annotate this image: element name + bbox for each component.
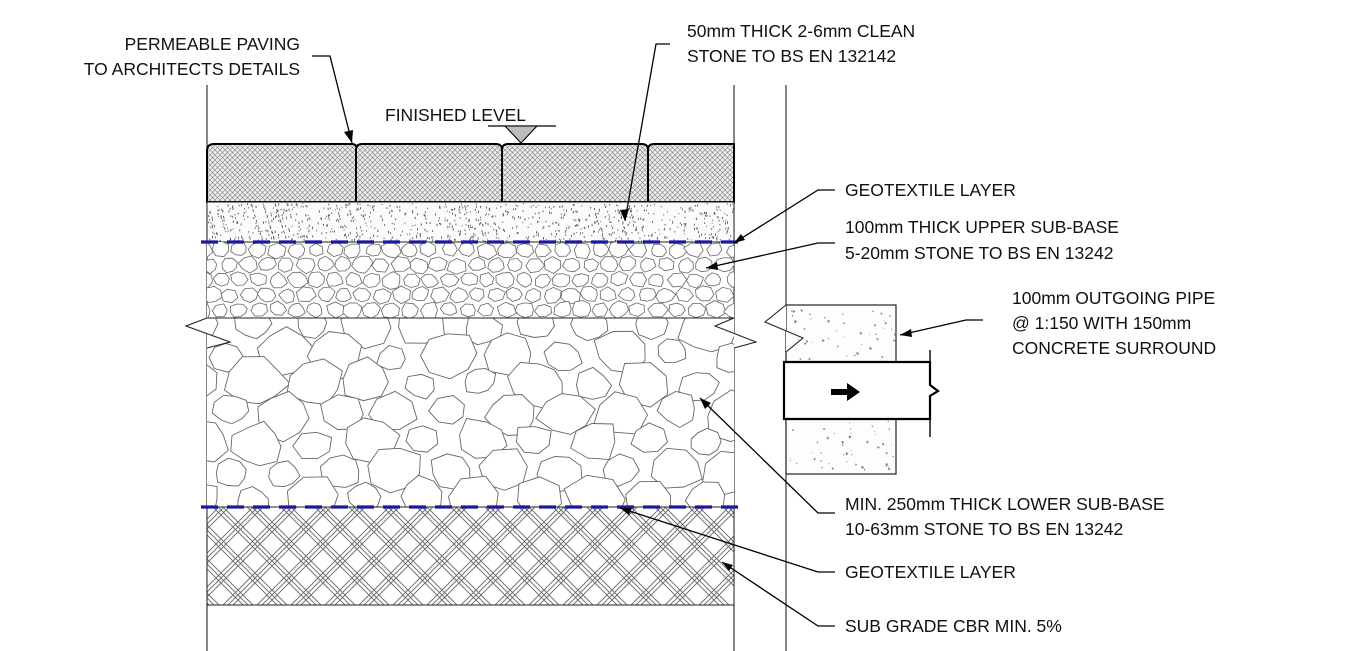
svg-text:STONE TO BS EN 132142: STONE TO BS EN 132142 — [687, 46, 896, 66]
upper-sub-base-layer — [206, 241, 735, 319]
label-outgoing-pipe: 100mm OUTGOING PIPE @ 1:150 WITH 150mm C… — [1012, 288, 1216, 358]
outgoing-pipe — [782, 350, 940, 437]
label-permeable-paving: PERMEABLE PAVING TO ARCHITECTS DETAILS — [84, 34, 300, 79]
svg-text:PERMEABLE PAVING: PERMEABLE PAVING — [125, 34, 300, 54]
break-line-right — [713, 317, 758, 349]
svg-text:CONCRETE SURROUND: CONCRETE SURROUND — [1012, 338, 1216, 358]
paving-blocks — [206, 143, 735, 203]
svg-text:MIN. 250mm THICK LOWER SUB-BAS: MIN. 250mm THICK LOWER SUB-BASE — [845, 494, 1165, 514]
sub-grade-layer — [206, 506, 735, 606]
clean-stone-layer — [206, 201, 735, 243]
lower-sub-base-layer — [207, 318, 734, 507]
label-sub-grade: SUB GRADE CBR MIN. 5% — [845, 616, 1062, 636]
arrow-right-icon — [831, 383, 860, 401]
leader-lines — [312, 43, 983, 627]
finished-level-marker — [488, 125, 556, 144]
svg-text:100mm THICK UPPER SUB-BASE: 100mm THICK UPPER SUB-BASE — [845, 217, 1119, 237]
break-line-left — [184, 317, 232, 349]
label-upper-sub-base: 100mm THICK UPPER SUB-BASE 5-20mm STONE … — [845, 217, 1119, 263]
svg-text:5-20mm STONE TO BS EN 13242: 5-20mm STONE TO BS EN 13242 — [845, 243, 1113, 263]
label-lower-sub-base: MIN. 250mm THICK LOWER SUB-BASE 10-63mm … — [845, 494, 1165, 539]
svg-text:100mm OUTGOING PIPE: 100mm OUTGOING PIPE — [1012, 288, 1215, 308]
svg-text:@ 1:150 WITH 150mm: @ 1:150 WITH 150mm — [1012, 313, 1191, 333]
svg-text:TO ARCHITECTS DETAILS: TO ARCHITECTS DETAILS — [84, 59, 300, 79]
label-geotextile-upper: GEOTEXTILE LAYER — [845, 180, 1016, 200]
concrete-surround — [763, 304, 897, 475]
label-clean-stone: 50mm THICK 2-6mm CLEAN STONE TO BS EN 13… — [687, 21, 915, 66]
svg-text:50mm THICK 2-6mm CLEAN: 50mm THICK 2-6mm CLEAN — [687, 21, 915, 41]
svg-text:10-63mm STONE TO BS EN 13242: 10-63mm STONE TO BS EN 13242 — [845, 519, 1123, 539]
label-finished-level: FINISHED LEVEL — [385, 105, 526, 125]
label-geotextile-lower: GEOTEXTILE LAYER — [845, 562, 1016, 582]
triangle-down-icon — [503, 125, 539, 144]
